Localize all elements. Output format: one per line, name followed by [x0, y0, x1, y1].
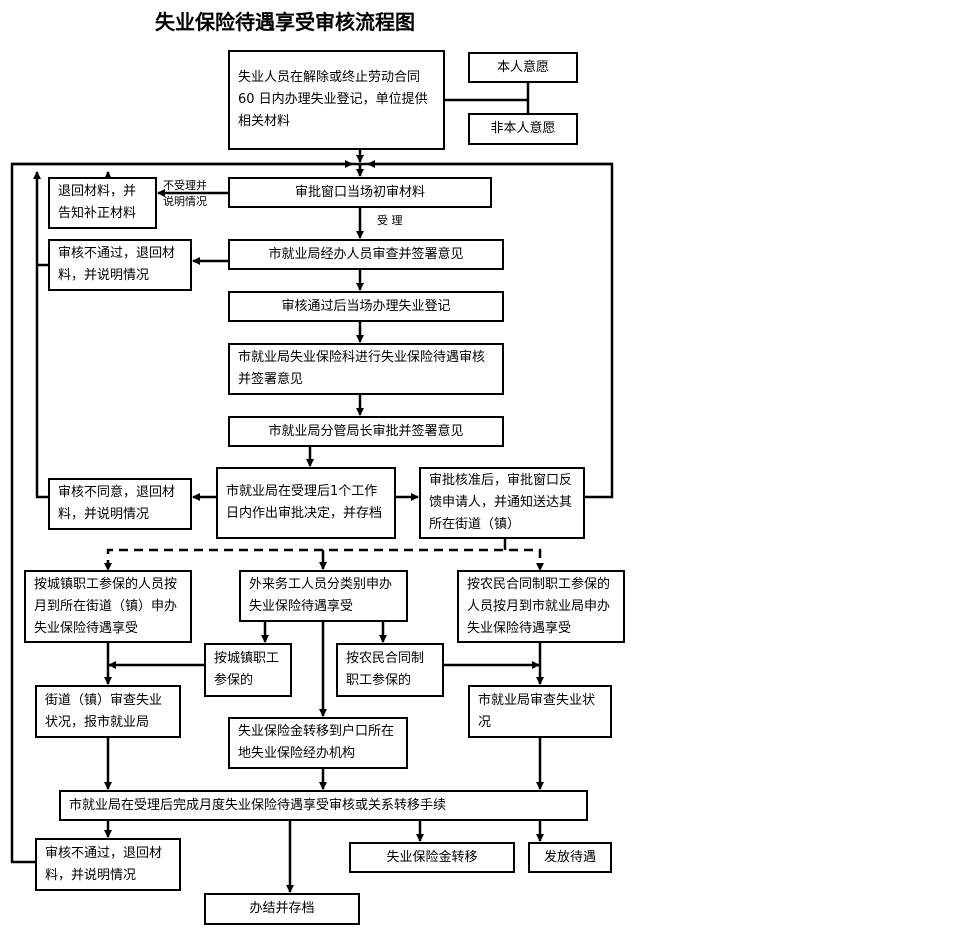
initial-review-box: 审批窗口当场初审材料 [228, 177, 492, 208]
migrant-apply-box: 外来务工人员分类别申办失业保险待遇享受 [239, 570, 408, 622]
transfer-hukou-box: 失业保险金转移到户口所在地失业保险经办机构 [228, 717, 408, 769]
return-supplement-box: 退回材料，并告知补正材料 [48, 177, 157, 229]
register-box: 失业人员在解除或终止劳动合同 60 日内办理失业登记，单位提供相关材料 [228, 50, 445, 150]
return-fail-box-1: 审核不通过，退回材料，并说明情况 [48, 239, 192, 291]
pay-benefit-box: 发放待遇 [528, 842, 612, 873]
accepted-label: 受 理 [377, 214, 403, 227]
staff-review-box: 市就业局经办人员审查并签署意见 [228, 239, 504, 270]
decision-box: 市就业局在受理后1个工作日内作出审批决定，并存档 [216, 467, 396, 539]
non-self-will-box: 非本人意愿 [468, 113, 578, 145]
not-accepted-label: 不受理并说明情况 [163, 179, 207, 208]
page-title: 失业保险待遇享受审核流程图 [155, 10, 415, 34]
migrant-rural-box: 按农民合同制职工参保的 [336, 643, 444, 697]
return-fail-box-2: 审核不通过，退回材料，并说明情况 [35, 838, 181, 891]
section-review-box: 市就业局失业保险科进行失业保险待遇审核并签署意见 [228, 343, 504, 395]
street-review-box: 街道（镇）审查失业状况，报市就业局 [35, 685, 181, 738]
archive-box: 办结并存档 [204, 893, 360, 925]
director-approve-box: 市就业局分管局长审批并签署意见 [228, 416, 504, 447]
fund-transfer-box: 失业保险金转移 [349, 842, 515, 873]
notify-box: 审批核准后，审批窗口反馈申请人，并通知送达其所在街道（镇） [419, 467, 585, 539]
urban-apply-box: 按城镇职工参保的人员按月到所在街道（镇）申办失业保险待遇享受 [24, 570, 192, 643]
loop-inner [33, 171, 48, 499]
migrant-urban-box: 按城镇职工参保的 [204, 643, 292, 697]
rural-apply-box: 按农民合同制职工参保的人员按月到市就业局申办失业保险待遇享受 [457, 570, 625, 643]
bureau-review-box: 市就业局审查失业状况 [468, 685, 612, 738]
monthly-complete-box: 市就业局在受理后完成月度失业保险待遇享受审核或关系转移手续 [59, 790, 588, 821]
self-will-box: 本人意愿 [468, 52, 578, 83]
register-on-site-box: 审核通过后当场办理失业登记 [228, 291, 504, 322]
return-disagree-box: 审核不同意，退回材料，并说明情况 [48, 478, 192, 530]
